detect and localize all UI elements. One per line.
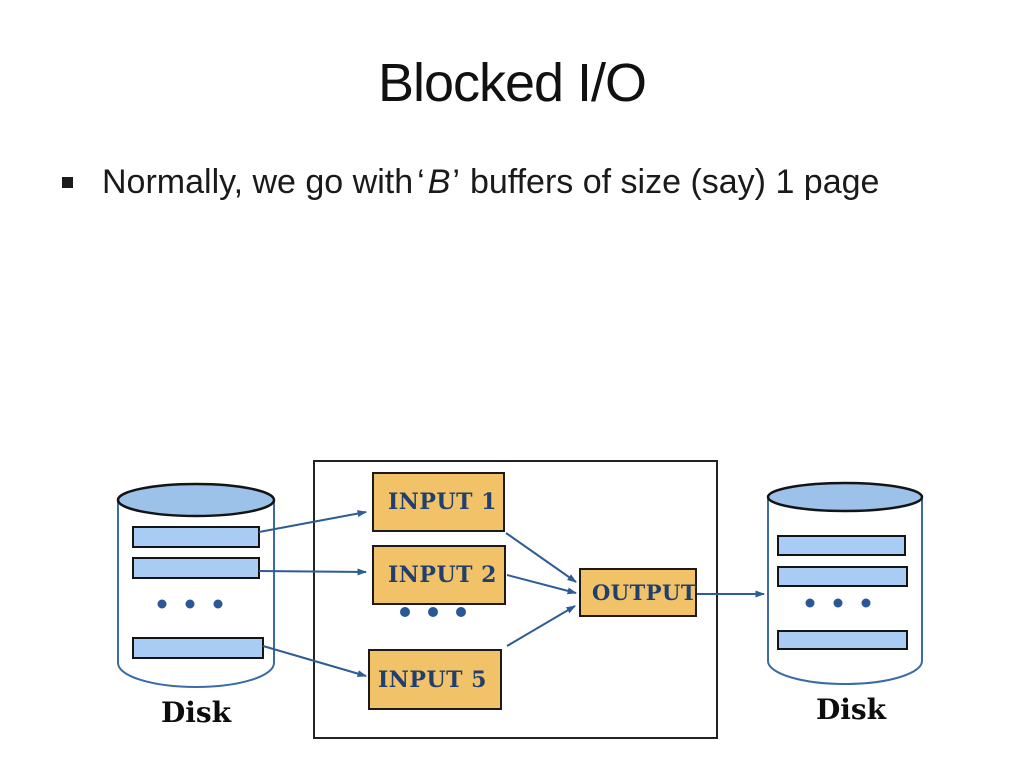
input-buffer-1: INPUT 1 — [372, 472, 505, 532]
output-buffer: OUTPUT — [579, 568, 697, 617]
bullet-text-pre: Normally, we go with — [102, 163, 414, 201]
left-disk-label: Disk — [160, 696, 232, 729]
disk-page-bar — [777, 535, 906, 556]
input-buffer-1-label: INPUT 1 — [388, 489, 497, 515]
bullet-item: Normally, we go with‘B’buffers of size (… — [62, 160, 962, 204]
ellipsis-dots — [805, 598, 871, 608]
left-disk-cylinder — [116, 482, 276, 688]
open-quote: ‘ — [417, 163, 425, 201]
buffer-count-variable: B — [427, 163, 451, 201]
bullet-text: Normally, we go with‘B’buffers of size (… — [102, 160, 962, 204]
bullet-square-icon — [62, 177, 73, 188]
input-buffer-2: INPUT 2 — [372, 545, 506, 605]
right-disk-label: Disk — [815, 693, 887, 726]
input-buffer-2-label: INPUT 2 — [388, 562, 497, 588]
bullet-text-post: buffers of size (say) 1 page — [469, 163, 880, 201]
disk-page-bar — [132, 557, 260, 579]
input-buffer-5: INPUT 5 — [368, 649, 502, 710]
disk-page-bar — [777, 630, 908, 650]
input-buffer-5-label: INPUT 5 — [378, 666, 487, 693]
output-buffer-label: OUTPUT — [592, 580, 697, 605]
page-title: Blocked I/O — [377, 53, 647, 113]
disk-page-bar — [777, 566, 908, 587]
disk-page-bar — [132, 637, 264, 659]
close-quote: ’ — [452, 163, 460, 201]
disk-page-bar — [132, 526, 260, 548]
buffer-pool-box — [313, 460, 718, 739]
right-disk-cylinder — [766, 481, 924, 685]
ellipsis-dots — [157, 599, 223, 609]
